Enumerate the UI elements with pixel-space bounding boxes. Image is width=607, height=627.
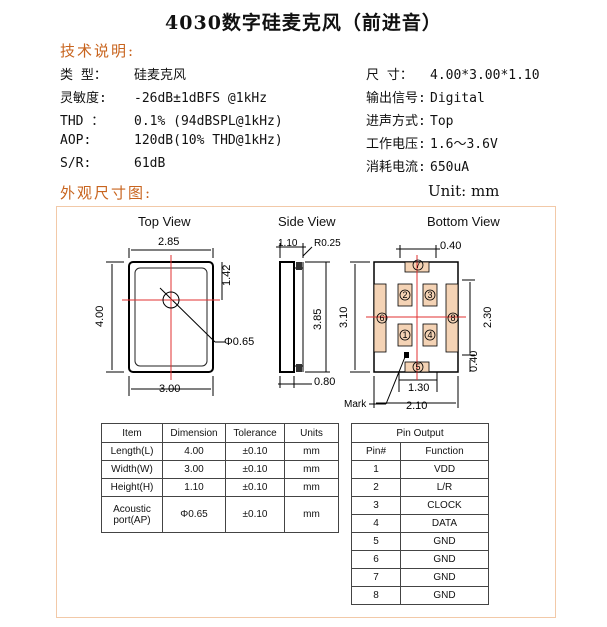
- bottom-pin-5-label: 5: [415, 362, 420, 372]
- pin1-mark: [404, 352, 409, 358]
- pin-cell: GND: [400, 586, 489, 605]
- dim-cell: mm: [284, 496, 339, 533]
- dim-bottom-width: 2.10: [406, 400, 427, 412]
- mark-label: Mark: [344, 399, 367, 410]
- dim-cell: 1.10: [162, 478, 226, 497]
- dim-cell: mm: [284, 460, 339, 479]
- spec-sr: S/R:61dB: [60, 156, 166, 171]
- spec-voltage: 工作电压:1.6～3.6V: [366, 137, 498, 152]
- bottom-view-title: Bottom View: [427, 214, 500, 229]
- spec-aop: AOP:120dB(10% THD@1kHz): [60, 133, 283, 148]
- pin-header-pin: Pin#: [351, 442, 401, 461]
- spec-type: 类 型：硅麦克风: [60, 68, 187, 83]
- dim-cell: Width(W): [101, 460, 163, 479]
- bottom-pin-7-label: 7: [415, 260, 420, 270]
- dim-cell: mm: [284, 478, 339, 497]
- dim-header-dimension: Dimension: [162, 423, 226, 443]
- pin-cell: 1: [351, 460, 401, 479]
- bottom-pin-1-label: 1: [402, 330, 407, 340]
- bottom-pin-6-label: 6: [379, 313, 384, 323]
- dim-cell: mm: [284, 442, 339, 461]
- bottom-pin-3-label: 3: [427, 290, 432, 300]
- dim-cell: ±0.10: [225, 496, 285, 533]
- pin-cell: 8: [351, 586, 401, 605]
- dim-bottom-right-b: 0.40: [468, 351, 480, 372]
- dim-header-item: Item: [101, 423, 163, 443]
- dimension-table: Item Dimension Tolerance Units Length(L)…: [101, 423, 339, 533]
- dim-header-units: Units: [284, 423, 339, 443]
- dim-side-radius: R0.25: [314, 238, 341, 249]
- tech-heading: 技术说明:: [60, 42, 136, 60]
- spec-port: 进声方式:Top: [366, 114, 454, 129]
- dims-heading: 外观尺寸图:: [60, 184, 153, 202]
- dim-top-r: 1.42: [221, 265, 233, 286]
- pin-cell: 5: [351, 532, 401, 551]
- acoustic-hole: [162, 291, 180, 309]
- pin-cell: 3: [351, 496, 401, 515]
- dim-side-height: 3.85: [312, 309, 324, 330]
- pin-cell: DATA: [400, 514, 489, 533]
- dim-side-thickness: 1.10: [278, 238, 298, 249]
- dim-bottom-left: 3.10: [338, 307, 350, 328]
- pin-cell: GND: [400, 532, 489, 551]
- pin-cell: VDD: [400, 460, 489, 479]
- pin-header-function: Function: [400, 442, 489, 461]
- dim-cell: 4.00: [162, 442, 226, 461]
- dim-bottom-mid: 1.30: [408, 382, 429, 394]
- dim-top-hole: Φ0.65: [224, 336, 254, 348]
- dim-cell: Acoustic port(AP): [101, 496, 163, 533]
- drawing-frame: [56, 206, 556, 618]
- dim-top-bottom: 3.00: [159, 383, 180, 395]
- pin-cell: L/R: [400, 478, 489, 497]
- top-view-title: Top View: [138, 214, 191, 229]
- pin-table-title: Pin Output: [351, 423, 489, 443]
- dim-cell: ±0.10: [225, 442, 285, 461]
- spec-current: 消耗电流:650uA: [366, 160, 470, 175]
- spec-thd: THD ：0.1% (94dBSPL@1kHz): [60, 114, 283, 129]
- dim-bottom-top: 0.40: [440, 240, 461, 252]
- pin-cell: GND: [400, 550, 489, 569]
- pin-cell: GND: [400, 568, 489, 587]
- spec-output: 输出信号:Digital: [366, 91, 485, 106]
- bottom-pin-8-label: 8: [450, 313, 455, 323]
- dim-bottom-right: 2.30: [482, 307, 494, 328]
- side-view-title: Side View: [278, 214, 336, 229]
- dim-cell: ±0.10: [225, 460, 285, 479]
- bottom-pin-4-label: 4: [427, 330, 432, 340]
- dim-top-width: 2.85: [158, 236, 179, 248]
- dim-top-height: 4.00: [94, 306, 106, 327]
- page-title: 4030数字硅麦克风（前进音）: [165, 12, 442, 34]
- pin-cell: 2: [351, 478, 401, 497]
- pin-cell: CLOCK: [400, 496, 489, 515]
- unit-label: Unit: mm: [428, 182, 500, 200]
- dim-cell: Length(L): [101, 442, 163, 461]
- dim-cell: Height(H): [101, 478, 163, 497]
- dim-cell: 3.00: [162, 460, 226, 479]
- dim-cell: ±0.10: [225, 478, 285, 497]
- pin-cell: 7: [351, 568, 401, 587]
- spec-size: 尺 寸：4.00*3.00*1.10: [366, 68, 540, 83]
- pin-cell: 6: [351, 550, 401, 569]
- dim-cell: Φ0.65: [162, 496, 226, 533]
- pin-cell: 4: [351, 514, 401, 533]
- spec-sensitivity: 灵敏度:-26dB±1dBFS @1kHz: [60, 91, 268, 106]
- dim-side-bottom: 0.80: [314, 376, 335, 388]
- dim-header-tolerance: Tolerance: [225, 423, 285, 443]
- bottom-pin-2-label: 2: [402, 290, 407, 300]
